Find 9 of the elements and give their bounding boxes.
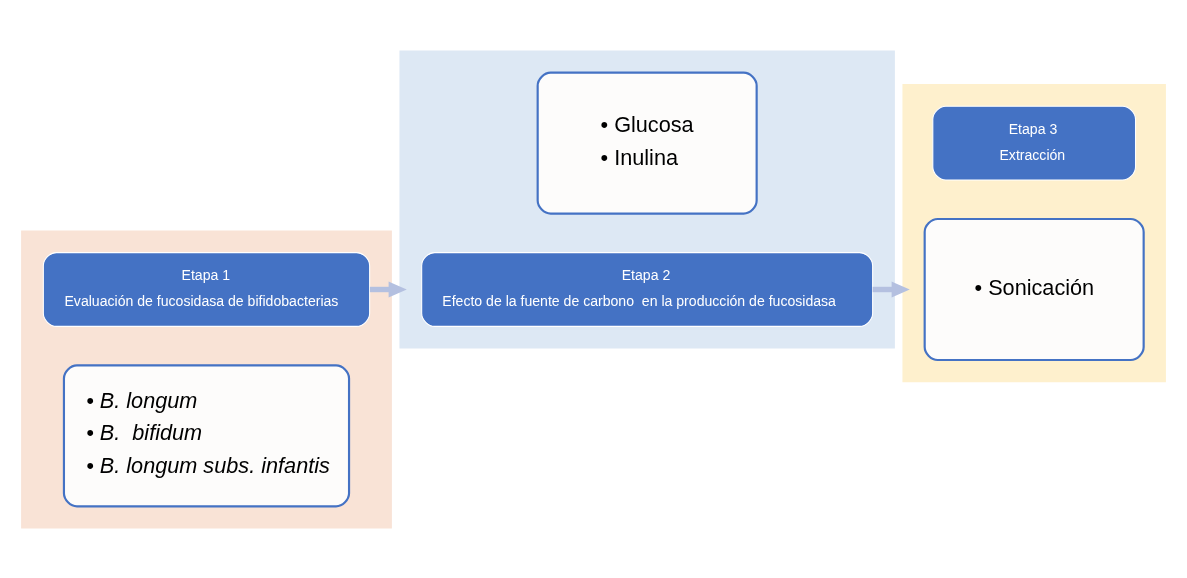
cluster: [902, 83, 1166, 382]
node-box: Etapa 3 Extracción: [932, 105, 1137, 181]
arrow: [872, 281, 910, 297]
node-box: • B. longum • B. bifidum • B. longum subs. infantis: [62, 363, 351, 507]
node-box: Etapa 2 Efecto de la fuente de carbono en la producción de fucosidasa: [421, 251, 874, 327]
node-box: • Glucosa • Inulina: [536, 71, 758, 215]
arrow: [369, 281, 407, 297]
node-box: • Sonicación: [923, 217, 1145, 361]
node-box: Etapa 1 Evaluación de fucosidasa de bifidobacterias: [42, 251, 371, 327]
